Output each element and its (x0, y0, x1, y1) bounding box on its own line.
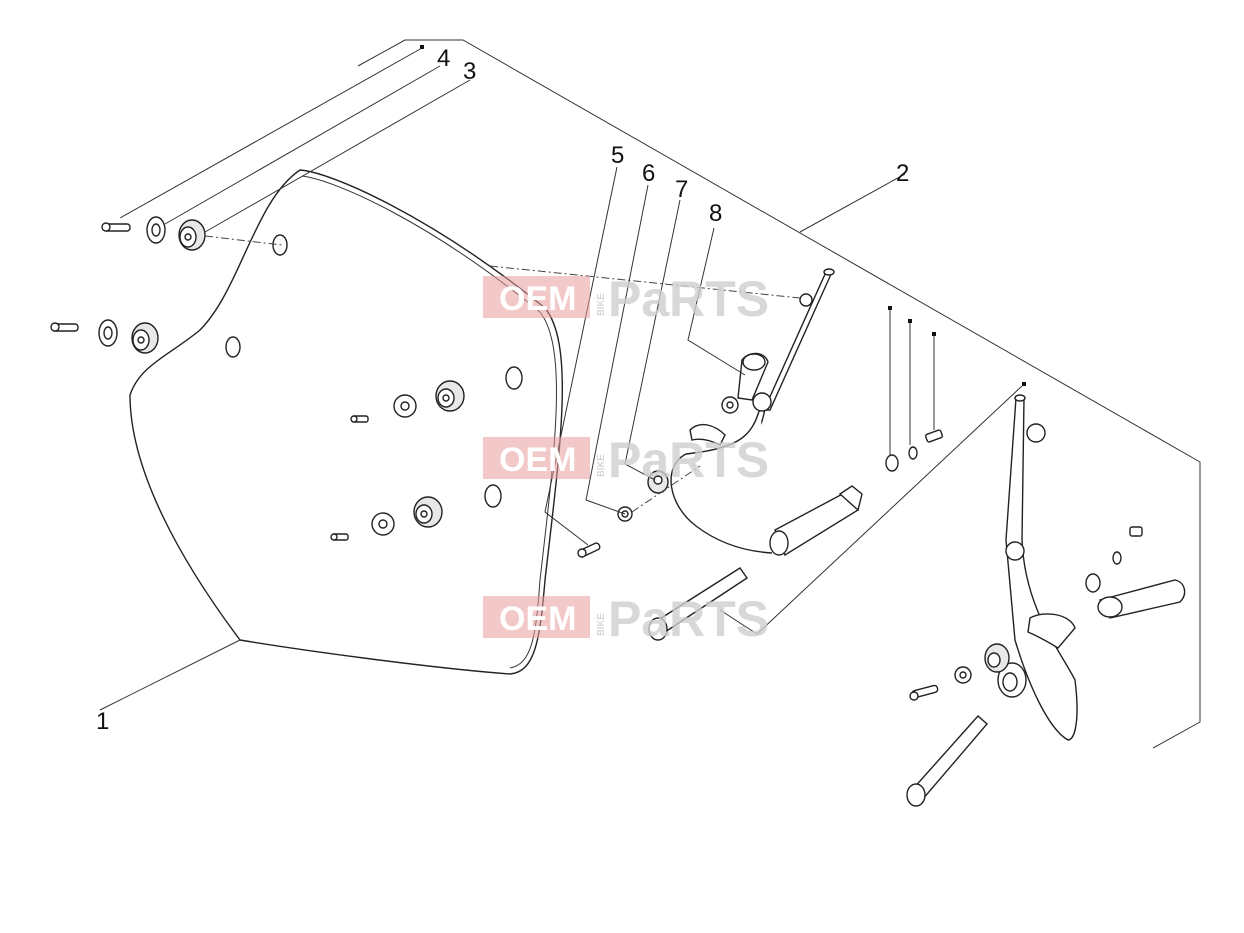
screw-part-5[interactable] (577, 542, 601, 558)
watermark-2: OEM BIKE PaRTS (483, 432, 769, 488)
spacer-part-7[interactable] (647, 470, 669, 494)
watermark-parts-text: PaRTS (608, 591, 769, 647)
callout-3[interactable]: 3 (463, 58, 476, 85)
alignment-line (489, 265, 801, 299)
right-mount-bracket[interactable] (997, 394, 1078, 741)
hardware-column (885, 306, 1026, 472)
washer (98, 319, 118, 347)
watermark-1: OEM BIKE PaRTS (483, 271, 769, 327)
long-bolt (648, 567, 748, 641)
leader-lines (99, 45, 1023, 711)
watermark-parts-text: PaRTS (608, 432, 769, 488)
right-clamp (1085, 526, 1186, 619)
watermark-bike-text: BIKE (596, 613, 607, 636)
upper-left-hardware (50, 216, 283, 354)
washer (371, 512, 395, 536)
screw (101, 222, 131, 232)
assembly-frame (357, 39, 1201, 749)
callout-labels: 1 2 3 4 5 6 7 8 (96, 45, 909, 735)
watermark-bike-text: BIKE (596, 454, 607, 477)
callout-5[interactable]: 5 (611, 142, 624, 169)
watermark-parts-text: PaRTS (608, 271, 769, 327)
watermark-oem-text: OEM (499, 441, 576, 479)
washer (393, 394, 417, 418)
clamp-part-8[interactable] (721, 352, 769, 414)
callout-4[interactable]: 4 (437, 45, 450, 72)
watermark-3: OEM BIKE PaRTS (483, 591, 769, 647)
callout-1[interactable]: 1 (96, 708, 109, 735)
callout-6[interactable]: 6 (642, 160, 655, 187)
grommet (131, 322, 159, 354)
windshield-hardware (330, 380, 465, 541)
right-lower-hardware (906, 643, 1010, 807)
windshield[interactable] (129, 169, 564, 675)
screw (330, 533, 349, 541)
grommet (435, 380, 465, 412)
watermark-bike-text: BIKE (596, 293, 607, 316)
callout-2[interactable]: 2 (896, 160, 909, 187)
watermark-oem-text: OEM (499, 600, 576, 638)
screw (50, 322, 79, 332)
grommet-part-3[interactable] (178, 219, 206, 251)
left-mount-bracket[interactable] (670, 268, 863, 557)
washer-part-4[interactable] (146, 216, 166, 244)
callout-7[interactable]: 7 (675, 176, 688, 203)
screw (350, 415, 369, 423)
grommet (413, 496, 443, 528)
callout-8[interactable]: 8 (709, 200, 722, 227)
watermark-oem-text: OEM (499, 280, 576, 318)
